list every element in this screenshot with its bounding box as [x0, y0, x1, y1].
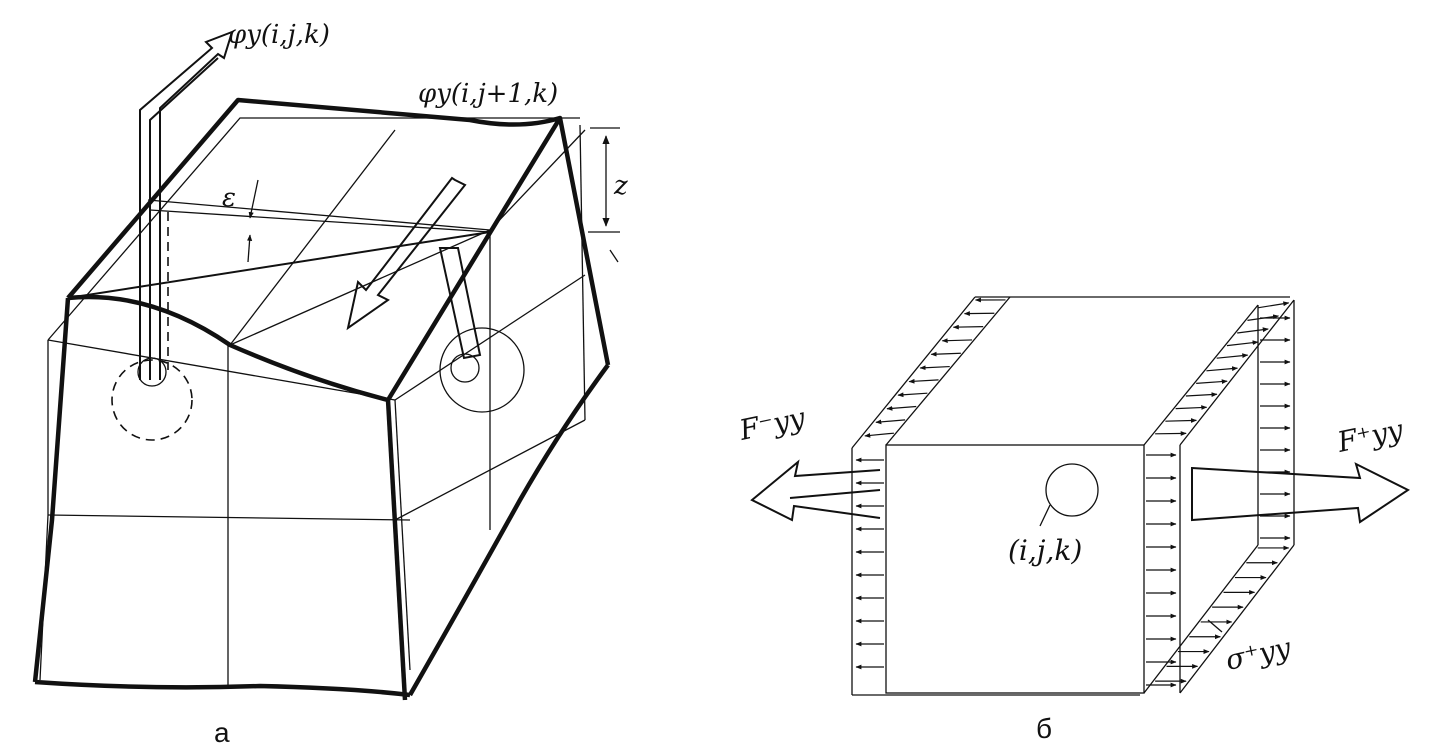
stress-arrow	[919, 365, 950, 371]
z-label: z	[613, 171, 628, 201]
stress-arrow	[1185, 392, 1218, 397]
stress-arrows-top-right-edge	[1155, 301, 1290, 436]
stress-arrows-top-left-edge	[864, 297, 1006, 438]
stress-arrow	[1196, 379, 1228, 384]
flux-in-column	[111, 212, 193, 441]
cell-center-circle	[1045, 463, 1099, 517]
flux-in-arrow	[139, 30, 234, 380]
stress-arrow	[875, 419, 906, 425]
stress-arrow	[1226, 340, 1259, 347]
stress-arrows-left-face	[855, 457, 884, 670]
cell-label: (i,j,k)	[1008, 534, 1082, 567]
panel-a-deformed-cell: φy(i,j,k) φy(i,j+1,k) ε z а	[32, 20, 628, 748]
force-minus-arrow	[750, 459, 881, 522]
stress-arrow	[1175, 405, 1208, 410]
strain-indicator	[246, 179, 259, 263]
z-dimension	[588, 127, 620, 263]
stress-arrow	[886, 405, 917, 411]
flux-out-arrow	[346, 176, 525, 413]
stress-arrow	[1206, 366, 1239, 372]
stress-arrow	[1216, 353, 1249, 359]
stress-arrow	[930, 351, 961, 357]
stress-label: σ⁺yy	[1223, 631, 1295, 677]
stress-arrow	[1237, 327, 1269, 334]
stress-arrow	[1257, 301, 1290, 309]
caption-b: б	[1036, 713, 1052, 744]
force-minus-label: F⁻yy	[736, 401, 809, 447]
reference-block	[39, 117, 586, 685]
stress-arrows-bottom-right-edge	[1155, 545, 1290, 684]
stress-arrows-back-face	[1260, 315, 1291, 541]
flux-out-label: φy(i,j+1,k)	[418, 79, 558, 109]
stress-arrow	[952, 324, 984, 330]
force-plus-arrow	[1191, 462, 1410, 524]
flux-in-label: φy(i,j,k)	[228, 20, 330, 50]
stress-arrow	[941, 338, 973, 344]
stress-arrow	[897, 392, 928, 398]
caption-a: а	[214, 717, 230, 748]
stress-arrows-right-face	[1146, 452, 1177, 688]
deformed-block	[32, 97, 611, 701]
strain-label: ε	[222, 183, 236, 213]
panel-b-stress-cell: (i,j,k) F⁻yy F⁺yy σ⁺yy б	[736, 296, 1410, 744]
force-plus-label: F⁺yy	[1334, 413, 1407, 459]
stress-arrow	[864, 432, 894, 438]
stress-arrow	[1165, 418, 1197, 423]
stress-arrow	[908, 378, 939, 384]
